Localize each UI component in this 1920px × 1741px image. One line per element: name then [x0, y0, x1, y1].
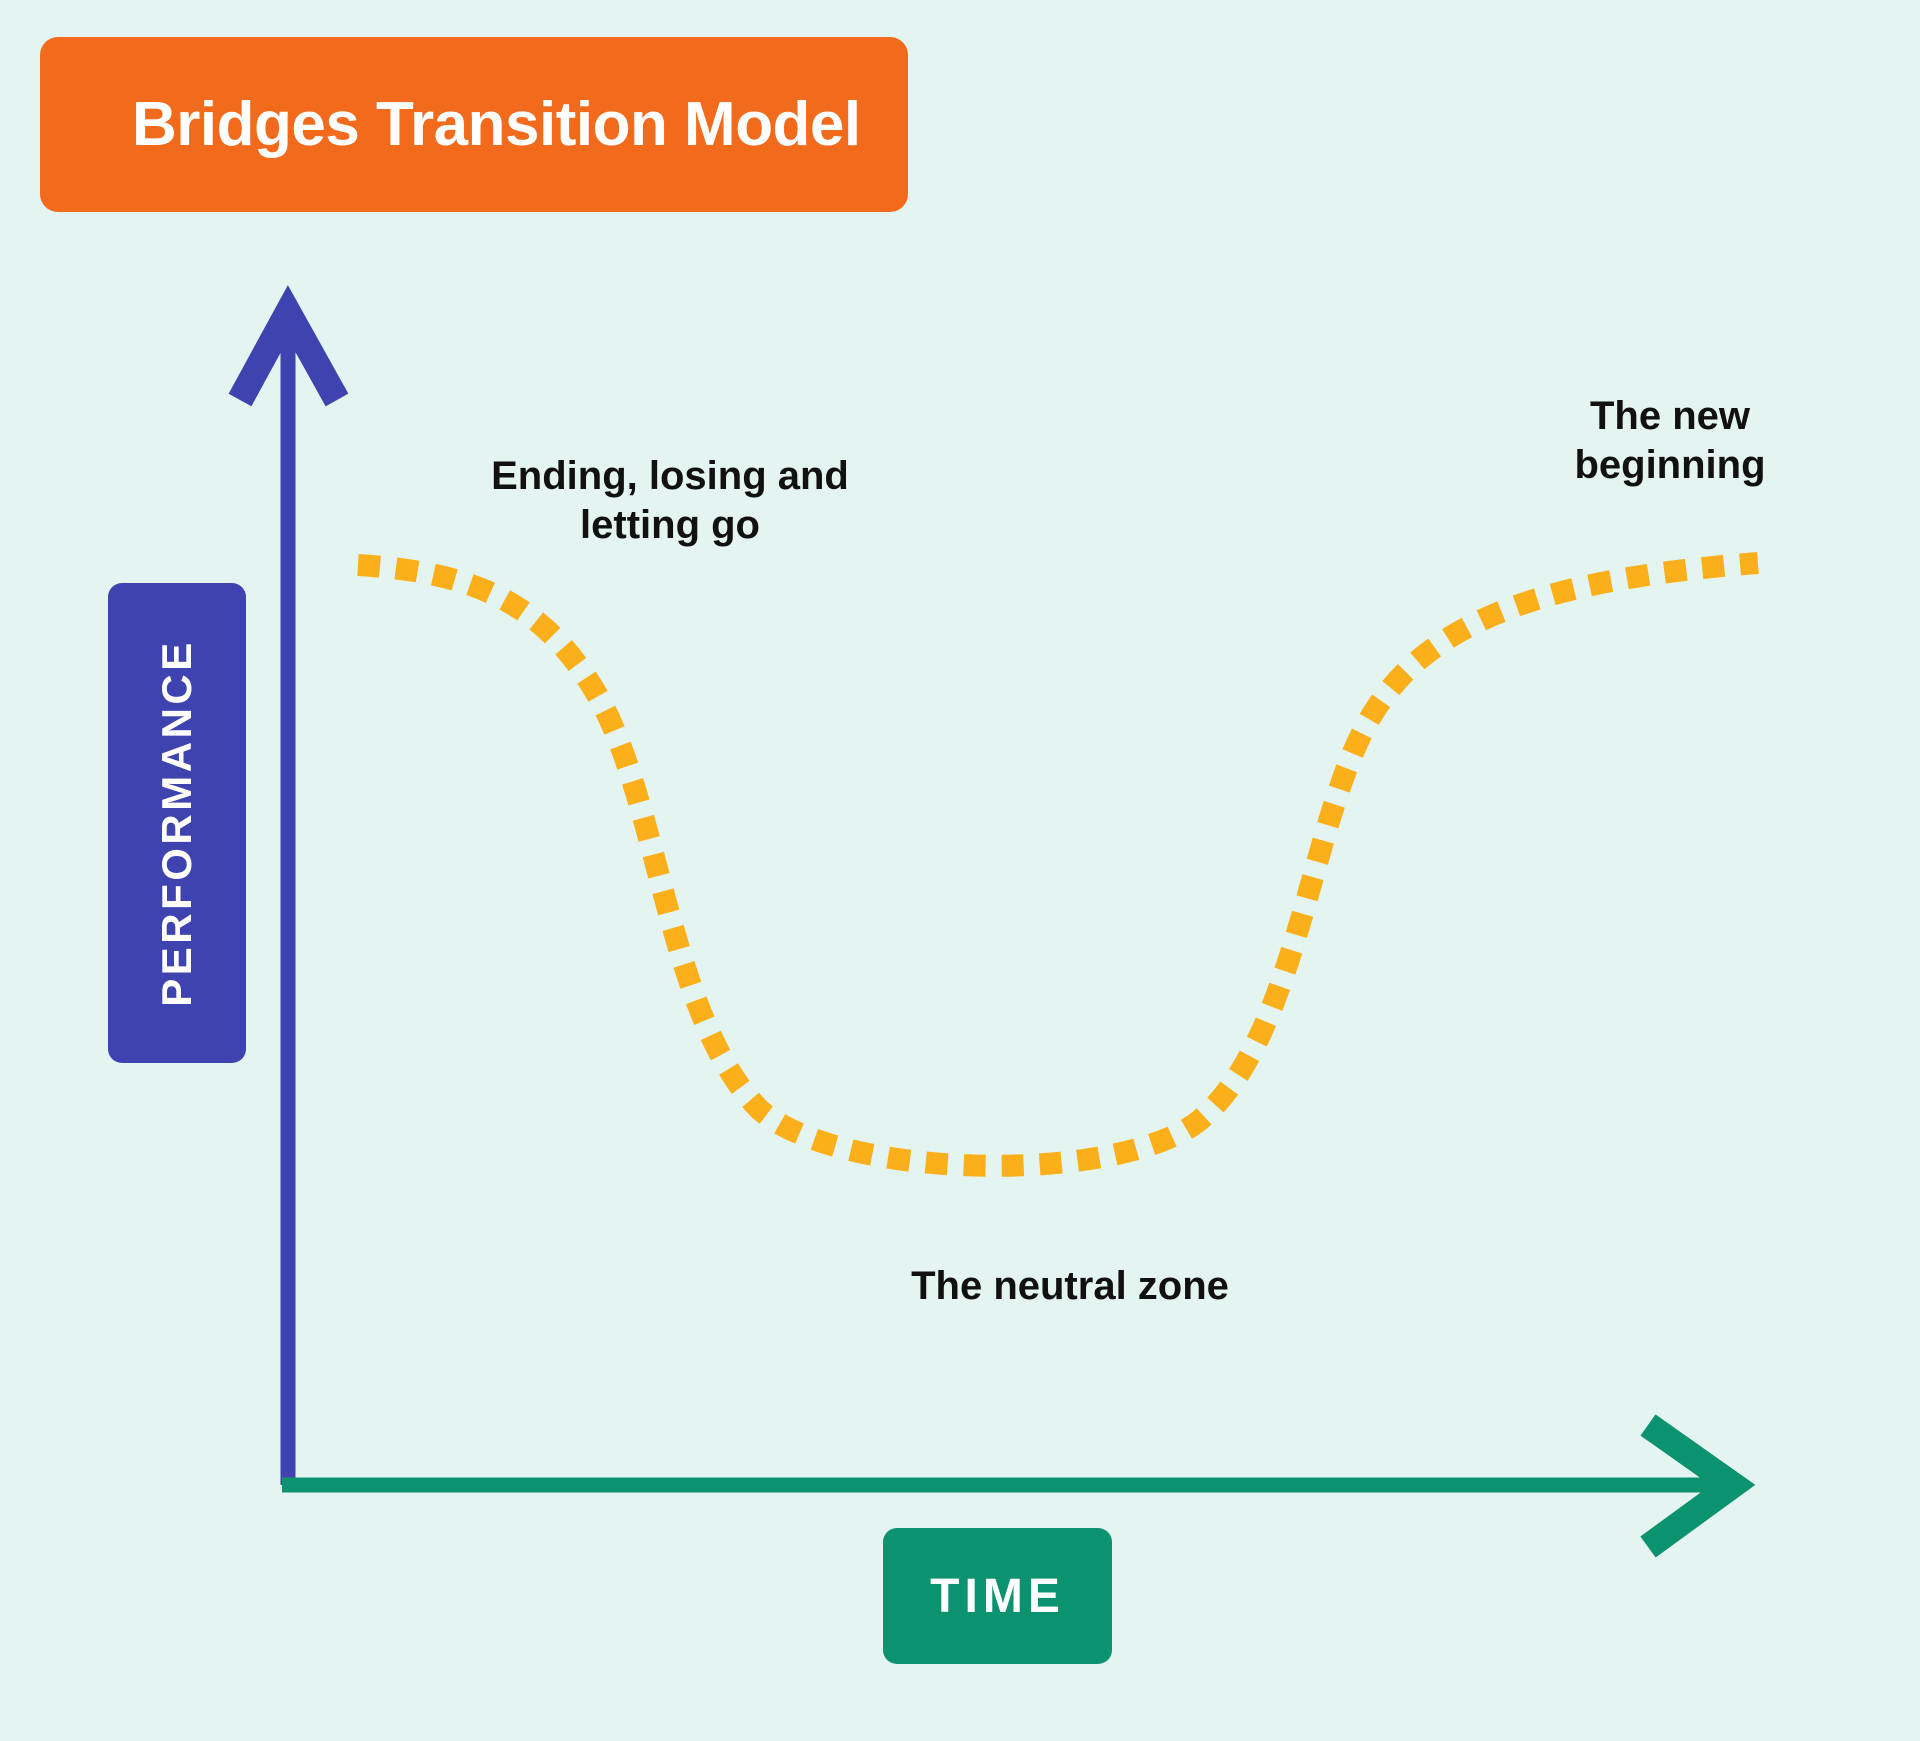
- annotation-the-neutral-zone: The neutral zone: [911, 1264, 1229, 1308]
- x-axis-label: TIME: [930, 1569, 1065, 1623]
- performance-curve: [357, 552, 1759, 1177]
- x-axis-label-badge: TIME: [883, 1528, 1112, 1664]
- y-axis-label-badge: PERFORMANCE: [108, 583, 246, 1063]
- annotation-the-new-beginning: The new beginning: [1574, 394, 1766, 487]
- y-axis-label: PERFORMANCE: [153, 639, 200, 1007]
- title-banner: Bridges Transition Model: [40, 37, 908, 212]
- annotation-ending-losing-letting-go: Ending, losing and letting go: [491, 454, 849, 547]
- page-title: Bridges Transition Model: [132, 89, 861, 159]
- y-axis-arrow: [228, 285, 349, 1485]
- x-axis-arrow: [282, 1414, 1756, 1558]
